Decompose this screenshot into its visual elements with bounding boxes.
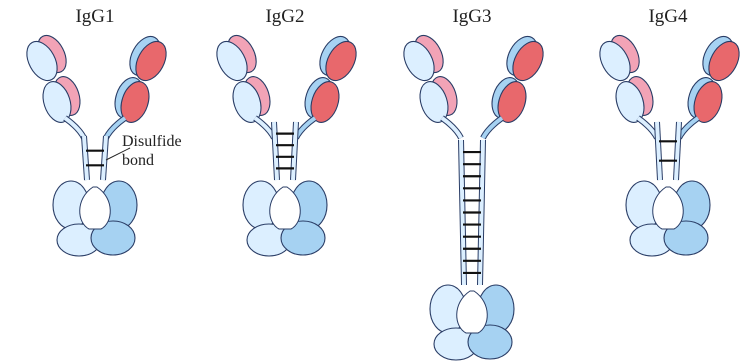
- heavy-chain-strand: [442, 118, 461, 138]
- heavy-chain-strand: [483, 118, 502, 138]
- disulfide-bond-annotation: Disulfide bond: [106, 133, 182, 169]
- heavy-chain-strand: [255, 118, 274, 138]
- left-fab-arm: [483, 31, 549, 138]
- right-fab-arm: [398, 31, 462, 138]
- antibody-igg4: IgG4: [594, 6, 746, 258]
- antibody-igg3: IgG3: [398, 6, 550, 362]
- antibody-igg4-structure: [594, 31, 746, 258]
- fc-region: [430, 285, 514, 362]
- label-igg2: IgG2: [265, 6, 304, 27]
- fc-region: [53, 181, 137, 258]
- right-fab-arm: [211, 31, 275, 138]
- left-fab-arm: [296, 31, 362, 138]
- left-fab-arm: [106, 31, 172, 138]
- label-igg3: IgG3: [452, 6, 491, 27]
- heavy-chain-strand: [679, 118, 698, 138]
- heavy-chain-strand: [65, 118, 84, 138]
- fc-region: [626, 181, 710, 258]
- annotation-text-line1: Disulfide: [122, 133, 182, 150]
- annotation-text-line2: bond: [122, 152, 154, 169]
- left-fab-arm: [679, 31, 745, 138]
- antibody-igg2-structure: [211, 31, 363, 258]
- fc-region: [243, 181, 327, 258]
- heavy-chain-strand: [296, 118, 315, 138]
- antibody-igg1: IgG1: [21, 6, 173, 258]
- label-igg4: IgG4: [648, 6, 688, 27]
- right-fab-arm: [21, 31, 85, 138]
- antibody-igg2: IgG2: [211, 6, 363, 258]
- antibody-igg3-structure: [398, 31, 550, 362]
- heavy-chain-strand: [638, 118, 657, 138]
- label-igg1: IgG1: [75, 6, 114, 27]
- right-fab-arm: [594, 31, 658, 138]
